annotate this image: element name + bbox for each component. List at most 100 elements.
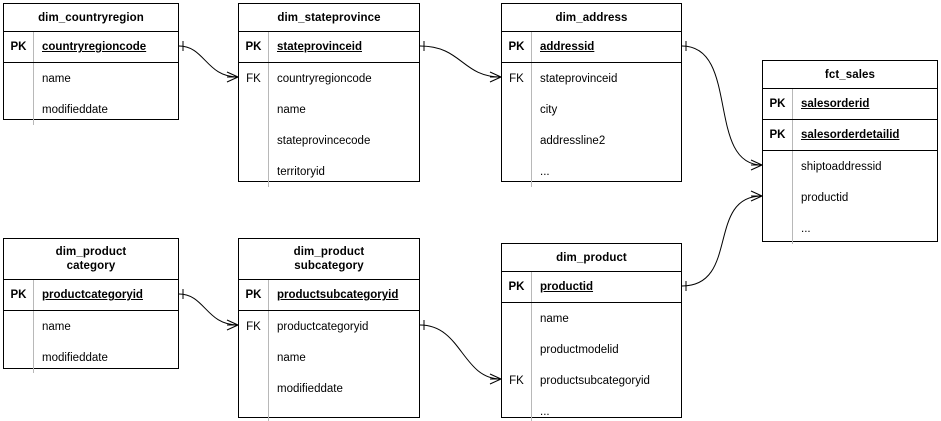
relationship-productcategory-to-subcategory[interactable] [178,289,239,331]
attribute-name: productid [801,191,849,204]
attribute-name: productid [540,281,594,293]
attribute-row[interactable]: modifieddate [4,94,178,125]
attribute-name: ... [540,405,550,418]
attribute-name: name [277,351,306,364]
entity-title-line1: dim_product [55,246,127,258]
entity-title-dim_productcategory: dim_product category [4,239,178,280]
attribute-row[interactable]: FK productcategoryid [239,311,419,342]
entity-title-line1: fct_sales [824,68,876,81]
cardinality-many-prong-0 [750,190,763,197]
key-label [502,156,532,187]
entity-title-line1: dim_product [293,246,365,258]
attribute-name: productsubcategoryid [277,289,399,301]
key-label: FK [239,311,269,342]
attribute-row[interactable]: shiptoaddressid [763,151,937,182]
attribute-row[interactable]: ... [502,156,681,187]
key-label [763,151,793,182]
attribute-name: ... [540,165,550,178]
key-label: PK [4,32,34,62]
relationship-line [681,45,763,166]
key-label [4,63,34,94]
entity-title-dim_address: dim_address [502,4,681,32]
key-label [239,342,269,373]
attribute-name: productmodelid [540,343,619,356]
attribute-name: stateprovinceid [540,72,618,85]
relationship-line [419,45,502,78]
attribute-name: salesorderid [801,98,870,110]
attribute-name: modifieddate [42,103,108,116]
relationship-product-to-fctsales[interactable] [681,190,763,291]
relationship-address-to-fctsales[interactable] [681,41,763,171]
key-label [4,94,34,125]
attribute-row[interactable]: productmodelid [502,334,681,365]
attribute-row[interactable]: name [239,94,419,125]
key-label [4,342,34,373]
attribute-row[interactable]: ... [763,213,937,244]
entity-title-line1: dim_address [555,11,628,24]
attribute-name: territoryid [277,165,325,178]
entity-title-dim_stateprovince: dim_stateprovince [239,4,419,32]
relationship-line [681,195,763,287]
key-label [502,396,532,421]
key-label [239,156,269,187]
attribute-name: modifieddate [277,382,343,395]
cardinality-many-prong-2 [226,324,239,331]
attribute-name: name [42,72,71,85]
attribute-name: addressid [540,41,595,53]
cardinality-many-prong-0 [489,373,502,380]
cardinality-many-prong-0 [226,319,239,326]
attribute-row[interactable]: productid [763,182,937,213]
key-label [502,125,532,156]
attribute-row[interactable]: city [502,94,681,125]
attribute-name: ... [277,413,287,421]
attribute-row[interactable]: PK salesorderid [763,89,937,120]
attribute-row[interactable]: name [4,63,178,94]
attribute-row[interactable]: ... [239,404,419,421]
relationship-subcategory-to-product[interactable] [419,320,502,385]
attribute-name: productcategoryid [42,289,143,301]
attribute-name: ... [801,222,811,235]
attribute-name: name [277,103,306,116]
cardinality-many-prong-0 [489,71,502,78]
key-label [239,94,269,125]
attribute-row[interactable]: name [4,311,178,342]
attribute-name: name [540,312,569,325]
relationship-stateprovince-to-address[interactable] [419,41,502,83]
attribute-row[interactable]: addressline2 [502,125,681,156]
key-label [239,404,269,421]
attribute-name: city [540,103,558,116]
entity-title-line2: category [66,260,116,272]
key-label [763,213,793,244]
entity-title-dim_product: dim_product [502,244,681,272]
relationship-countryregion-to-stateprovince[interactable] [178,41,239,83]
attribute-name: productsubcategoryid [540,374,650,387]
key-label: PK [763,89,793,119]
attribute-row[interactable]: ... [502,396,681,421]
attribute-row[interactable]: name [502,303,681,334]
attribute-row[interactable]: stateprovincecode [239,125,419,156]
attribute-row[interactable]: modifieddate [4,342,178,373]
attribute-row[interactable]: name [239,342,419,373]
attribute-name: productcategoryid [277,320,369,333]
attribute-row[interactable]: modifieddate [239,373,419,404]
relationship-line [178,45,239,78]
attribute-row[interactable]: territoryid [239,156,419,187]
